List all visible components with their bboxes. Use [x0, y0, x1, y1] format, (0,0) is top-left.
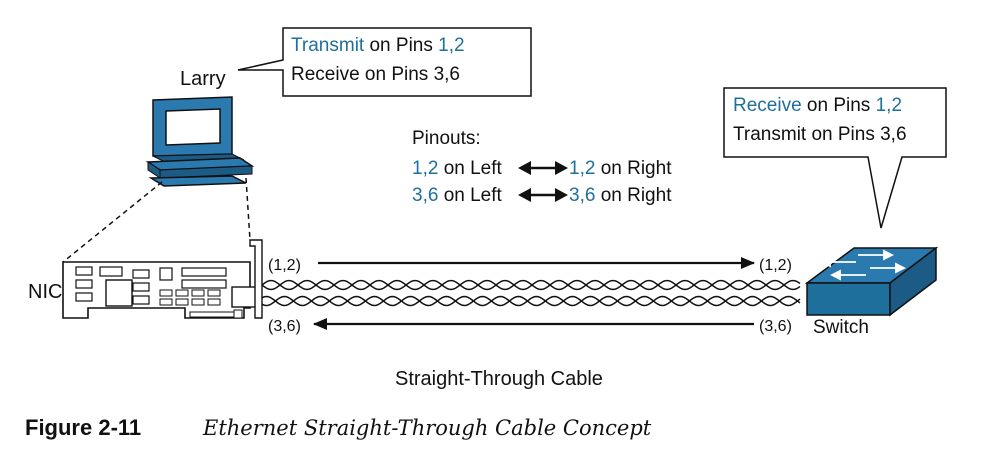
nic-card-icon: [62, 239, 263, 319]
zoom-line-right: [245, 177, 251, 241]
wire-top-left-label: (1,2): [268, 257, 301, 274]
zoom-line-left: [62, 181, 163, 263]
cable-label: Straight-Through Cable: [395, 368, 603, 390]
switch-icon: [804, 246, 939, 317]
pinouts-block: Pinouts: 1,2 on Left 1,2 on Right 3,6 on…: [412, 128, 672, 206]
wire-bottom-right-label: (3,6): [759, 318, 792, 335]
twisted-wire-strand: [261, 279, 801, 291]
switch-callout-line1: Receive on Pins 1,2: [733, 95, 902, 116]
figure-title: Ethernet Straight-Through Cable Concept: [202, 416, 652, 440]
pinouts-row1-left: 1,2 on Left: [412, 158, 503, 179]
larry-callout: Transmit on Pins 1,2 Receive on Pins 3,6: [237, 27, 532, 97]
twisted-wire-strand: [261, 295, 801, 307]
switch-callout: Receive on Pins 1,2 Transmit on Pins 3,6: [723, 87, 947, 229]
switch-label: Switch: [813, 317, 869, 338]
larry-label: Larry: [180, 68, 226, 90]
pinouts-row1-right: 1,2 on Right: [569, 158, 672, 179]
nic-label: NIC: [28, 281, 62, 303]
double-arrow-icon: [518, 188, 568, 202]
computer-icon: [145, 96, 255, 187]
twisted-pair-cable: [261, 279, 801, 307]
pinouts-row2-right: 3,6 on Right: [569, 185, 672, 206]
larry-callout-line2: Receive on Pins 3,6: [291, 64, 460, 85]
pinouts-title: Pinouts:: [412, 128, 481, 149]
wire-top-right-label: (1,2): [759, 257, 792, 274]
twisted-wire-strand: [261, 295, 801, 307]
larry-callout-line1: Transmit on Pins 1,2: [291, 35, 465, 56]
double-arrow-icon: [518, 161, 568, 175]
pinouts-row2-left: 3,6 on Left: [412, 185, 503, 206]
figure-number: Figure 2-11: [25, 415, 141, 440]
wire-bottom-left-label: (3,6): [268, 318, 301, 335]
switch-callout-line2: Transmit on Pins 3,6: [733, 124, 907, 145]
